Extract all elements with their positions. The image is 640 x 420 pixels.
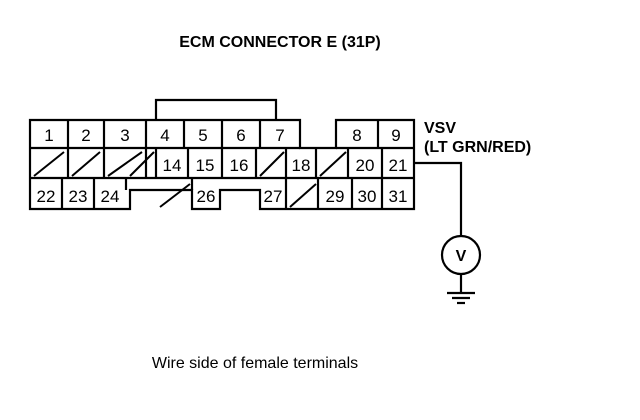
pin-label: 16 bbox=[230, 156, 249, 175]
diagram-title: ECM CONNECTOR E (31P) bbox=[179, 34, 381, 51]
pin-label: 3 bbox=[120, 126, 129, 145]
pin-label: 5 bbox=[198, 126, 207, 145]
pin-label: 2 bbox=[81, 126, 90, 145]
connector-lock-tab bbox=[154, 98, 278, 119]
wire-name: VSV bbox=[424, 120, 457, 137]
vsv-wire bbox=[414, 161, 463, 236]
pin-label: 15 bbox=[196, 156, 215, 175]
empty-terminal-marks bbox=[33, 151, 347, 208]
pin-label: 27 bbox=[264, 187, 283, 206]
pin-label: 26 bbox=[197, 187, 216, 206]
voltmeter-symbol: V bbox=[456, 248, 467, 265]
pin-label: 7 bbox=[275, 126, 284, 145]
pin-label: 31 bbox=[389, 187, 408, 206]
pin-label: 22 bbox=[37, 187, 56, 206]
pin-label: 18 bbox=[292, 156, 311, 175]
connector-outline bbox=[28, 118, 416, 211]
pin-label: 8 bbox=[352, 126, 361, 145]
pin-label: 1 bbox=[44, 126, 53, 145]
pin-label: 6 bbox=[236, 126, 245, 145]
wire-color: (LT GRN/RED) bbox=[424, 139, 532, 156]
pin-label: 29 bbox=[326, 187, 345, 206]
pin-numbers: 1 2 3 4 5 6 7 8 9 14 15 16 18 20 21 22 2… bbox=[37, 126, 408, 206]
pin-label: 23 bbox=[69, 187, 88, 206]
diagram-caption: Wire side of female terminals bbox=[151, 355, 359, 372]
pin-label: 9 bbox=[391, 126, 400, 145]
pin-label: 20 bbox=[356, 156, 375, 175]
pin-label: 4 bbox=[160, 126, 169, 145]
pin-label: 30 bbox=[358, 187, 377, 206]
pin-label: 24 bbox=[101, 187, 120, 206]
pin-label: 14 bbox=[163, 156, 182, 175]
pin-label: 21 bbox=[389, 156, 408, 175]
